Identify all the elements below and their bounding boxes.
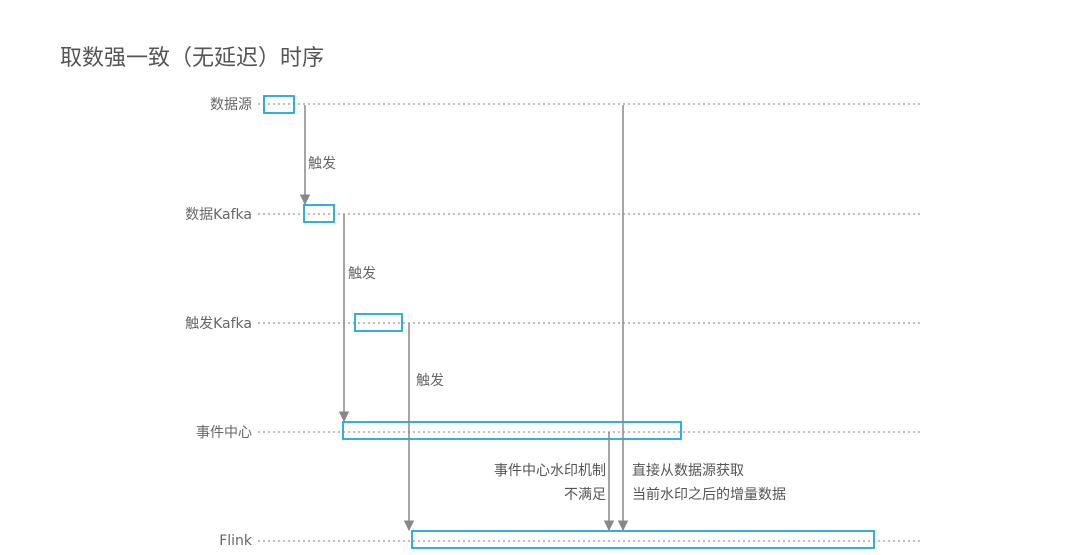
note-watermark-left: 事件中心水印机制 不满足 bbox=[494, 459, 606, 507]
activation-box-data-kafka bbox=[303, 204, 335, 223]
note-watermark-right-line-1: 直接从数据源获取 bbox=[632, 463, 744, 479]
lane-label-event-center: 事件中心 bbox=[196, 425, 252, 441]
note-watermark-right: 直接从数据源获取 当前水印之后的增量数据 bbox=[632, 459, 786, 507]
diagram-title: 取数强一致（无延迟）时序 bbox=[60, 46, 325, 71]
note-watermark-left-line-1: 事件中心水印机制 bbox=[494, 463, 606, 479]
activation-box-flink bbox=[411, 530, 875, 549]
note-watermark-right-line-2: 当前水印之后的增量数据 bbox=[632, 487, 786, 503]
note-watermark-left-line-2: 不满足 bbox=[564, 487, 606, 503]
edge-label-trigger-3: 触发 bbox=[416, 373, 444, 389]
lane-label-flink: Flink bbox=[219, 533, 252, 549]
activation-box-source bbox=[263, 95, 295, 114]
lane-label-trigger-kafka: 触发Kafka bbox=[185, 316, 252, 332]
lane-label-source: 数据源 bbox=[210, 97, 252, 113]
edge-label-trigger-2: 触发 bbox=[348, 266, 376, 282]
edge-label-trigger-1: 触发 bbox=[308, 156, 336, 172]
activation-box-event-center bbox=[342, 421, 682, 440]
activation-box-trigger-kafka bbox=[354, 313, 403, 332]
lane-label-data-kafka: 数据Kafka bbox=[185, 207, 252, 223]
